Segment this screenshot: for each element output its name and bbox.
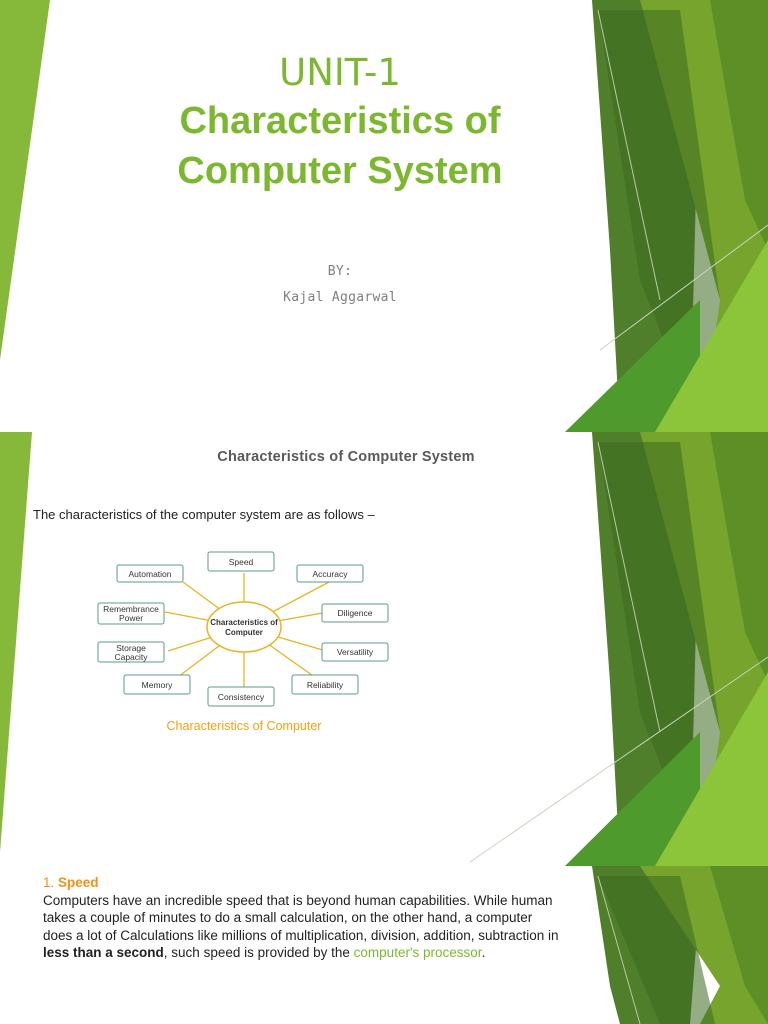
right-green-shape xyxy=(710,432,768,682)
speed-number: 1. xyxy=(43,875,55,890)
title-line-2: Computer System xyxy=(177,150,503,192)
node-diligence-box xyxy=(321,603,389,623)
speed-slide: 1. Speed Computers have an incredible sp… xyxy=(0,866,768,1024)
right-green-shape xyxy=(710,0,768,250)
node-speed-label: Speed xyxy=(229,557,254,567)
node-automation-label: Automation xyxy=(129,569,172,579)
speed-text-1: Computers have an incredible speed that … xyxy=(43,892,559,943)
node-accuracy-label: Accuracy xyxy=(313,569,349,579)
node-accuracy-box xyxy=(296,564,364,583)
node-diligence-label: Diligence xyxy=(338,608,373,618)
bright-green-triangle xyxy=(655,672,768,866)
left-green-sliver xyxy=(0,0,50,360)
diagram-slide: Characteristics of Computer System The c… xyxy=(0,432,768,866)
author-block: BY: Kajal Aggarwal xyxy=(90,259,590,311)
node-reliability-box xyxy=(291,674,359,695)
slide1-decoration xyxy=(0,0,768,432)
node-versatility-label: Versatility xyxy=(337,647,374,657)
unit-label: UNIT-1 xyxy=(279,51,401,94)
thin-line xyxy=(597,9,661,301)
node-reliability-label: Reliability xyxy=(307,680,344,690)
thin-line xyxy=(599,224,768,351)
node-versatility-box xyxy=(321,642,389,662)
slide2-intro: The characteristics of the computer syst… xyxy=(33,507,375,522)
node-consistency-box xyxy=(207,686,275,707)
node-storage-box xyxy=(97,641,165,663)
by-label: BY: xyxy=(327,264,353,279)
center-label-2: Computer xyxy=(225,628,263,637)
speed-title: Speed xyxy=(58,875,99,890)
slide2-decoration xyxy=(0,432,768,866)
thin-line xyxy=(469,656,768,863)
node-storage-label-2: Capacity xyxy=(114,652,148,662)
slide2-title: Characteristics of Computer System xyxy=(217,449,475,465)
node-storage-label-1: Storage xyxy=(116,643,146,653)
diagram-caption: Characteristics of Computer xyxy=(167,719,322,733)
title-slide: UNIT-1 Characteristics of Computer Syste… xyxy=(0,0,768,432)
bottom-green-triangle xyxy=(565,300,700,432)
speed-text-2: , such speed is provided by the xyxy=(163,945,354,960)
left-green-sliver xyxy=(0,432,32,852)
author-name: Kajal Aggarwal xyxy=(283,290,397,305)
bottom-green-triangle xyxy=(565,732,700,866)
node-remembrance-box xyxy=(97,602,165,625)
thin-line xyxy=(597,875,641,1024)
speed-text-3: . xyxy=(481,945,486,960)
speed-bold-text: less than a second xyxy=(43,945,164,960)
node-remembrance-label-2: Power xyxy=(119,613,143,623)
speed-heading: 1. Speed xyxy=(43,874,563,892)
speed-section: 1. Speed Computers have an incredible sp… xyxy=(43,874,563,962)
title-line-1: Characteristics of xyxy=(179,100,501,142)
node-automation-box xyxy=(116,564,184,583)
speed-paragraph: Computers have an incredible speed that … xyxy=(43,892,563,962)
shadow-green-shape xyxy=(598,876,715,1024)
node-memory-box xyxy=(123,674,191,695)
bright-green-triangle xyxy=(655,240,768,432)
characteristics-diagram: Characteristics of Computer Speed Automa… xyxy=(97,551,389,733)
node-boxes xyxy=(97,551,389,707)
node-memory-label: Memory xyxy=(142,680,173,690)
thin-line xyxy=(597,441,661,733)
node-speed-box xyxy=(207,551,275,572)
node-remembrance-label-1: Remembrance xyxy=(103,604,159,614)
node-consistency-label: Consistency xyxy=(218,692,265,702)
right-green-shape xyxy=(710,866,768,1024)
center-label-1: Characteristics of xyxy=(210,618,278,627)
title-block: UNIT-1 Characteristics of Computer Syste… xyxy=(90,50,590,196)
processor-link[interactable]: computer's processor xyxy=(353,945,482,960)
slide3-decoration xyxy=(592,866,768,1024)
center-ellipse xyxy=(206,601,282,653)
